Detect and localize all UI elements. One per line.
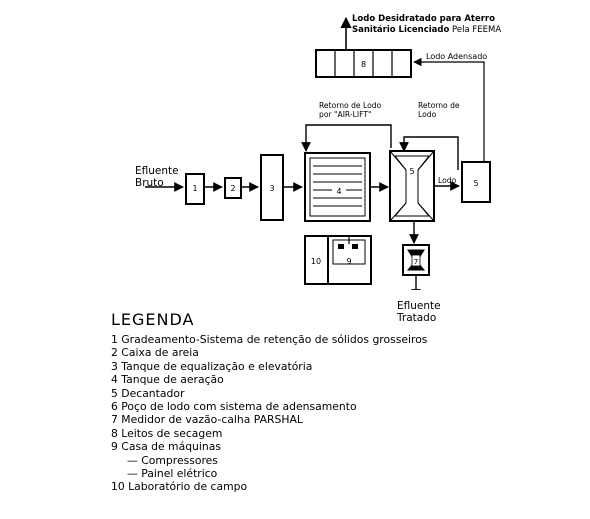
- legend-item: 2 Caixa de areia: [111, 346, 199, 360]
- legend-item: 1 Gradeamento-Sistema de retenção de sól…: [111, 333, 428, 346]
- line-lodo-adensado: [413, 57, 485, 162]
- label-retorno-airlift-1: Retorno de Lodo: [319, 101, 382, 110]
- legend-item: 10 Laboratório de campo: [111, 480, 248, 494]
- line-retorno-airlift: [301, 124, 392, 152]
- legend-item: 8 Leitos de secagem: [111, 426, 223, 440]
- box-7-parshall-flume: 7: [402, 244, 430, 276]
- legend-item: 5 Decantador: [111, 386, 185, 400]
- label-lodo-adensado: Lodo Adensado: [426, 52, 487, 61]
- box-label-4: 4: [336, 187, 341, 196]
- label-efluente-tratado-2: Tratado: [397, 312, 437, 324]
- label-retorno-airlift-2: por "AIR-LIFT": [319, 110, 371, 119]
- legend-item: 6 Poço de lodo com sistema de adensament…: [111, 400, 357, 414]
- box-label-2: 2: [230, 184, 235, 193]
- box-5-decanter: 5: [389, 150, 435, 222]
- box-1-screening: [185, 173, 205, 205]
- legend-item: 9 Casa de máquinas: [111, 440, 221, 454]
- label-efluente-bruto-2: Bruto: [135, 177, 164, 189]
- legend-title: LEGENDA: [111, 310, 195, 329]
- box-label-5: 5: [409, 167, 414, 176]
- legend-subitem: — Painel elétrico: [127, 467, 218, 481]
- label-retorno-lodo-2: Lodo: [418, 110, 437, 119]
- box-label-8: 8: [361, 60, 366, 69]
- legend: LEGENDA 1 Gradeamento-Sistema de retençã…: [111, 310, 581, 494]
- box-label-10: 10: [311, 257, 321, 266]
- label-retorno-lodo-1: Retorno de: [418, 101, 460, 110]
- label-efluente-tratado: Efluente Tratado: [397, 300, 441, 324]
- legend-subitem: — Compressores: [127, 453, 218, 467]
- drying-beds-box: 8: [315, 49, 412, 78]
- legend-item: 7 Medidor de vazão-calha PARSHAL: [111, 413, 303, 427]
- box-4-aeration-tank: 4: [304, 152, 371, 222]
- box-2-sand-box: [224, 177, 242, 199]
- label-efluente-bruto-1: Efluente: [135, 165, 179, 177]
- label-lodo: Lodo: [438, 176, 457, 185]
- box-9-10-building: 10 9: [304, 235, 372, 285]
- box-label-1: 1: [192, 184, 197, 193]
- label-efluente-tratado-1: Efluente: [397, 300, 441, 312]
- flow-diagram: Lodo Desidratado para Aterro Sanitário L…: [135, 14, 501, 290]
- box-label-3: 3: [269, 184, 274, 193]
- box-6-sludge-well: [461, 161, 491, 203]
- top-note-line-2: Sanitário Licenciado Pela FEEMA: [352, 25, 501, 35]
- legend-item: 4 Tanque de aeração: [111, 373, 224, 387]
- top-note-line-1: Lodo Desidratado para Aterro: [352, 14, 495, 24]
- box-label-6: 5: [473, 179, 478, 188]
- box-label-7: 7: [414, 258, 418, 266]
- box-label-9: 9: [346, 257, 351, 266]
- legend-item: 3 Tanque de equalização e elevatória: [111, 359, 313, 373]
- line-retorno-lodo: [399, 136, 459, 170]
